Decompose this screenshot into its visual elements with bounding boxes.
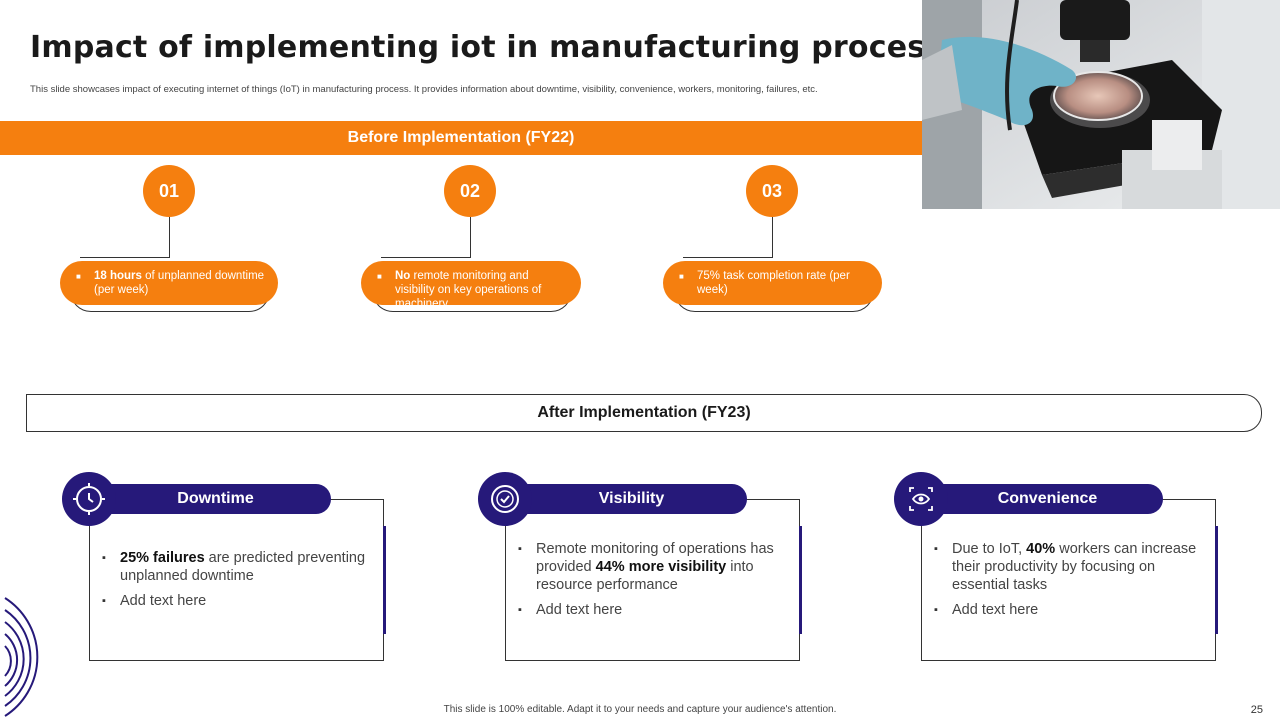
connector-line [683,257,773,258]
microscope-photo [922,0,1280,209]
before-item-text: ■ No remote monitoring and visibility on… [361,261,581,310]
card-bullet-placeholder: Add text here [102,592,377,610]
slide-subtitle: This slide showcases impact of executing… [30,84,818,95]
card-bullet: Remote monitoring of operations has prov… [518,540,793,594]
decorative-arcs [4,597,39,717]
bullet-icon: ■ [377,272,382,281]
before-item-text: ■ 18 hours of unplanned downtime (per we… [60,261,278,305]
slide-title: Impact of implementing iot in manufactur… [30,30,944,65]
after-implementation-banner: After Implementation (FY23) [26,394,1262,432]
page-number: 25 [1250,704,1263,716]
card-body: Due to IoT, 40% workers can increase the… [934,540,1209,626]
connector-line [381,257,471,258]
card-accent [383,526,386,634]
highlight-text: 18 hours [94,270,142,282]
step-number-badge: 01 [143,165,195,217]
bullet-icon: ■ [76,272,81,281]
card-body: 25% failures are predicted preventing un… [102,549,377,617]
card-body: Remote monitoring of operations has prov… [518,540,793,626]
step-number-badge: 02 [444,165,496,217]
item-text: 75% task completion rate (per week) [697,270,850,296]
footer-note: This slide is 100% editable. Adapt it to… [443,704,837,715]
card-title: Downtime [100,484,331,514]
step-number-badge: 03 [746,165,798,217]
before-implementation-banner: Before Implementation (FY22) [0,121,922,155]
eye-scan-icon [894,472,948,526]
highlight-text: No [395,270,411,282]
card-title: Visibility [516,484,747,514]
card-bullet: Due to IoT, 40% workers can increase the… [934,540,1209,594]
clock-gear-icon [62,472,116,526]
bullet-icon: ■ [679,272,684,281]
card-accent [799,526,802,634]
before-item-text: ■ 75% task completion rate (per week) [663,261,882,305]
card-bullet-placeholder: Add text here [934,601,1209,619]
connector-line [169,217,170,257]
connector-line [80,257,170,258]
item-text: remote monitoring and visibility on key … [395,270,542,310]
check-badge-icon [478,472,532,526]
card-title: Convenience [932,484,1163,514]
card-accent [1215,526,1218,634]
connector-line [470,217,471,257]
card-bullet-placeholder: Add text here [518,601,793,619]
connector-line [772,217,773,257]
card-bullet: 25% failures are predicted preventing un… [102,549,377,585]
item-text: of unplanned downtime (per week) [94,270,265,296]
